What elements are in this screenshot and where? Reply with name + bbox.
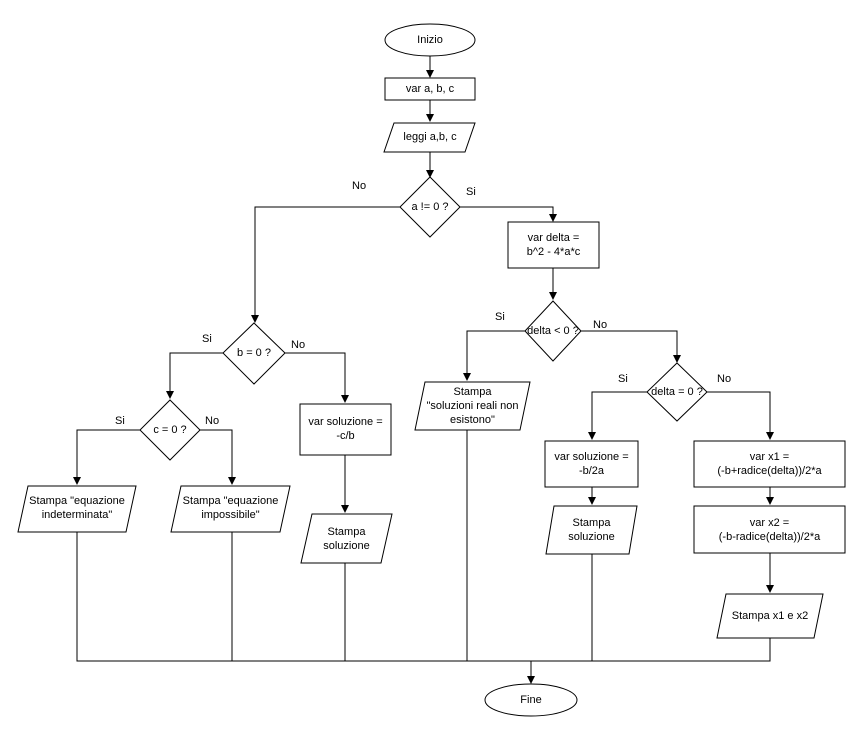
cond-b-decision (222, 322, 286, 385)
cond-c-decision (139, 399, 201, 461)
edge-label-b-no: No (291, 339, 306, 351)
start-terminator (384, 23, 476, 57)
edge-label-delta-zero-yes: Si (618, 373, 628, 385)
connector-b-yes (166, 352, 223, 399)
connector-b-no (285, 352, 349, 403)
connector-delta-zero-no (707, 391, 774, 440)
decl-abc-process (384, 77, 476, 101)
connector-merge-bottom (76, 532, 771, 662)
calc-x1-process (693, 440, 846, 488)
connector-delta-neg-yes (463, 330, 525, 381)
end-terminator (484, 683, 578, 717)
connector-cond-a-yes (460, 206, 557, 222)
connector-c-no (200, 429, 236, 485)
print-sol-linear-io (300, 513, 393, 564)
print-x1x2-io (716, 593, 824, 639)
print-sol-double-io (545, 505, 638, 555)
edge-label-b-yes: Si (202, 333, 212, 345)
connector-delta-neg-no (581, 330, 681, 363)
edge-label-c-no: No (205, 415, 220, 427)
connector-cond-a-no (251, 206, 400, 323)
edge-label-a-no: No (352, 180, 367, 192)
calc-sol-double-process (544, 440, 639, 488)
cond-delta-zero-decision (646, 362, 708, 422)
shapes (17, 23, 846, 717)
connectors (73, 56, 774, 684)
edge-label-c-yes: Si (115, 415, 125, 427)
print-indeterminate-io (17, 485, 137, 533)
print-no-real-io (414, 381, 531, 431)
calc-delta-process (507, 221, 600, 269)
print-impossible-io (170, 485, 291, 533)
edge-label-delta-zero-no: No (717, 373, 732, 385)
edge-label-a-yes: Si (466, 186, 476, 198)
connector-c-yes (73, 429, 140, 485)
cond-delta-neg-decision (524, 300, 582, 362)
connector-delta-zero-yes (588, 391, 647, 440)
edge-label-delta-neg-no: No (593, 319, 608, 331)
calc-sol-linear-process (299, 403, 392, 456)
read-abc-io (383, 122, 476, 153)
edge-label-delta-neg-yes: Si (495, 311, 505, 323)
cond-a-decision (399, 176, 461, 238)
calc-x2-process (693, 505, 846, 554)
